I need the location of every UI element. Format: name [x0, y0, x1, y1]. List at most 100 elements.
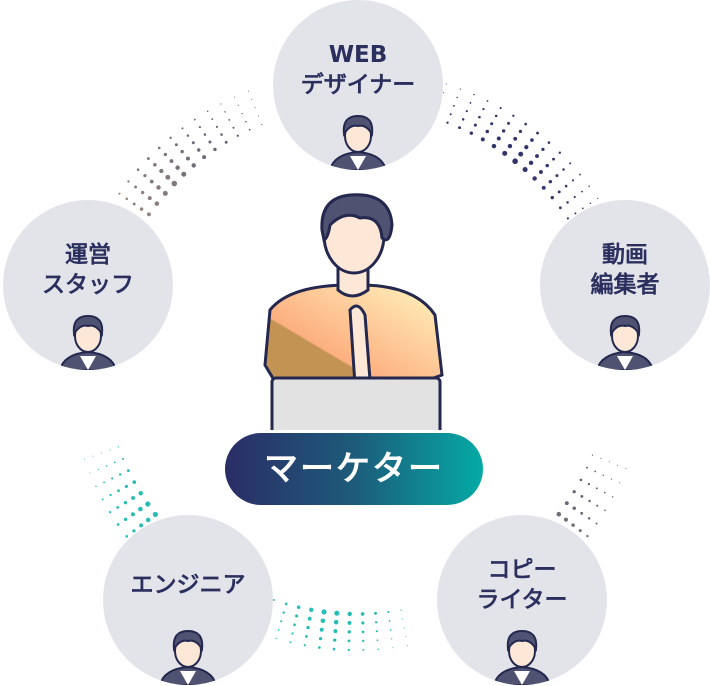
- ring-dot: [257, 115, 260, 117]
- ring-dot: [588, 499, 591, 503]
- ring-dot: [465, 110, 468, 113]
- ring-dot: [185, 156, 190, 161]
- ring-dot: [608, 461, 610, 463]
- ring-dot: [211, 118, 214, 121]
- ring-dot: [181, 127, 184, 130]
- ring-dot: [95, 485, 97, 488]
- ring-dot: [528, 160, 534, 166]
- ring-dot: [136, 168, 140, 172]
- ring-dot: [131, 496, 136, 500]
- ring-dot: [595, 487, 598, 490]
- ring-dot: [442, 92, 445, 94]
- ring-dot: [126, 469, 130, 473]
- ring-dot: [518, 151, 524, 157]
- ring-dot: [587, 517, 591, 520]
- ring-dot: [186, 134, 190, 137]
- ring-dot: [496, 136, 501, 141]
- ring-dot: [147, 196, 152, 201]
- ring-dot: [105, 465, 108, 467]
- ring-dot: [224, 140, 228, 144]
- ring-dot: [277, 628, 280, 631]
- ring-dot: [469, 131, 474, 135]
- ring-dot: [485, 129, 489, 134]
- ring-dot: [524, 122, 527, 126]
- ring-dot: [109, 449, 111, 451]
- ring-dot: [163, 152, 167, 157]
- ring-dot: [387, 611, 390, 614]
- ring-dot: [119, 473, 122, 476]
- ring-dot: [610, 478, 613, 480]
- ring-dot: [501, 129, 506, 133]
- ring-dot: [480, 137, 485, 142]
- ring-dot: [518, 129, 523, 134]
- ring-dot: [374, 611, 377, 615]
- ring-dot: [138, 506, 143, 512]
- ring-dot: [552, 157, 555, 161]
- ring-dot: [123, 500, 128, 505]
- ring-dot: [284, 602, 288, 606]
- ring-dot: [174, 143, 178, 147]
- ring-dot: [334, 610, 340, 616]
- ring-dot: [153, 163, 157, 167]
- ring-dot: [449, 113, 452, 116]
- ring-dot: [157, 146, 161, 150]
- ring-dot: [123, 517, 128, 522]
- ring-dot: [347, 630, 351, 634]
- ring-dot: [132, 529, 136, 533]
- ring-dot: [507, 143, 513, 149]
- ring-dot: [208, 140, 212, 144]
- ring-dot: [550, 195, 554, 200]
- ring-dot: [619, 482, 621, 484]
- ring-dot: [507, 121, 510, 125]
- ring-dot: [232, 126, 235, 129]
- ring-dot: [213, 147, 217, 152]
- ring-dot: [196, 148, 201, 152]
- ring-dot: [512, 114, 515, 117]
- ring-dot: [203, 133, 207, 136]
- ring-dot: [125, 197, 129, 201]
- ring-dot: [389, 629, 392, 631]
- ring-dot: [556, 511, 562, 517]
- ring-dot: [558, 151, 561, 154]
- ring-dot: [569, 162, 572, 165]
- ring-dot: [118, 192, 121, 195]
- role-label: エンジニア: [130, 572, 246, 598]
- ring-dot: [143, 174, 147, 178]
- role-label: コピー ライター: [476, 557, 568, 613]
- ring-dot: [236, 134, 239, 137]
- ring-dot: [456, 96, 458, 99]
- ring-dot: [248, 128, 251, 131]
- ring-dot: [594, 470, 597, 473]
- ring-dot: [132, 202, 136, 206]
- ring-dot: [375, 630, 378, 633]
- ring-dot: [220, 133, 223, 136]
- ring-dot: [617, 464, 619, 466]
- ring-dot: [602, 474, 605, 476]
- ring-dot: [478, 115, 481, 119]
- role-label: 動画 編集者: [590, 242, 660, 298]
- ring-dot: [566, 217, 570, 220]
- ring-dot: [586, 534, 589, 538]
- ring-dot: [124, 484, 128, 488]
- ring-dot: [530, 138, 534, 142]
- ring-dot: [146, 157, 150, 161]
- ring-dot: [101, 498, 104, 501]
- marketer-label: マーケター: [225, 433, 483, 505]
- ring-dot: [165, 174, 171, 180]
- ring-dot: [512, 158, 518, 165]
- ring-dot: [134, 185, 138, 189]
- ring-dot: [215, 125, 218, 128]
- ring-dot: [557, 190, 561, 194]
- ring-dot: [245, 120, 247, 123]
- ring-dot: [295, 614, 299, 618]
- ring-dot: [445, 83, 447, 85]
- ring-dot: [522, 167, 528, 173]
- ring-dot: [146, 212, 151, 217]
- ring-dot: [558, 206, 562, 210]
- role-node-operations-staff: 運営 スタッフ: [3, 200, 173, 370]
- ring-dot: [591, 454, 594, 456]
- ring-dot: [228, 118, 231, 121]
- ring-dot: [180, 149, 184, 154]
- ring-dot: [171, 180, 178, 187]
- ring-dot: [320, 618, 326, 624]
